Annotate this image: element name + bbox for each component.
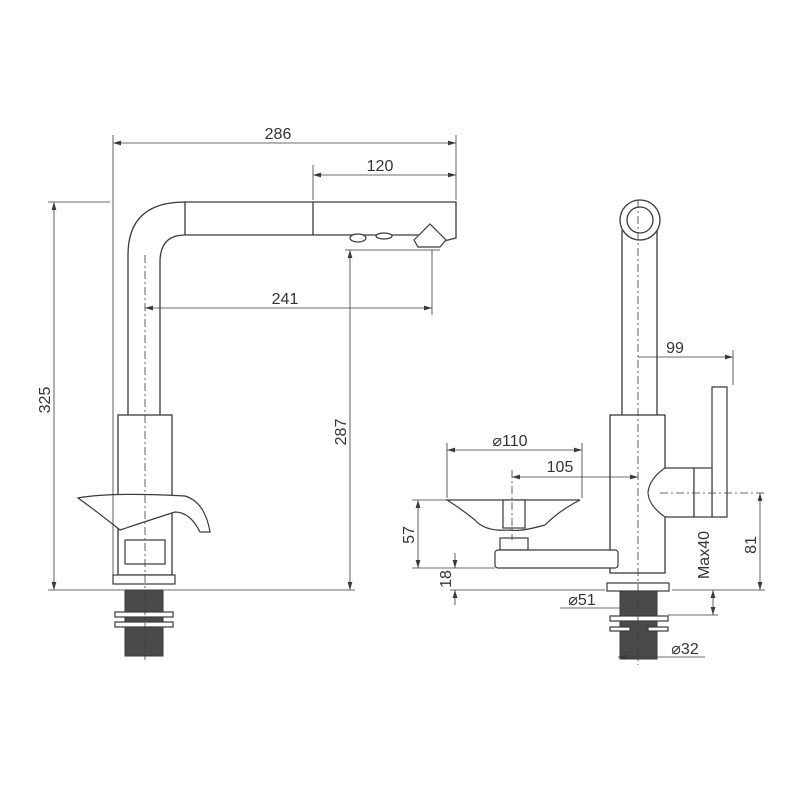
dim-handle-offset: 99	[666, 340, 684, 357]
dim-spout-height: 287	[333, 419, 350, 446]
dim-overall-height: 325	[37, 387, 54, 414]
dim-spout-length: 120	[367, 158, 394, 175]
washer	[114, 621, 174, 628]
spout-outline	[127, 201, 457, 415]
spray-head-icon	[413, 223, 447, 248]
dim-handle-height: 81	[743, 536, 760, 554]
handle-block	[647, 467, 695, 518]
front-view: 286 120 241 287 325	[37, 126, 457, 660]
spray-button	[349, 233, 367, 243]
dim-shank-diameter: ⌀32	[671, 641, 699, 658]
dim-base-diameter: ⌀51	[568, 592, 596, 609]
side-view: 99 ⌀110 105 57 18 ⌀51 Max40 81 ⌀32	[401, 199, 765, 665]
dim-dish-diameter: ⌀110	[492, 433, 527, 450]
dim-arm-height: 18	[438, 570, 455, 588]
handle-lever	[711, 386, 728, 518]
shank	[619, 590, 658, 660]
base-ring	[112, 574, 176, 585]
dim-overall-width: 286	[265, 126, 292, 143]
spout-end-circle	[619, 199, 661, 241]
spray-button	[375, 232, 393, 240]
washer	[114, 611, 174, 618]
dim-max-deck: Max40	[696, 531, 713, 579]
washer	[609, 615, 669, 622]
dim-dish-height: 57	[401, 526, 418, 544]
soap-dish	[76, 493, 211, 533]
dish-arm	[494, 549, 619, 569]
dim-dish-offset: 105	[547, 459, 574, 476]
dim-reach: 241	[272, 291, 299, 308]
